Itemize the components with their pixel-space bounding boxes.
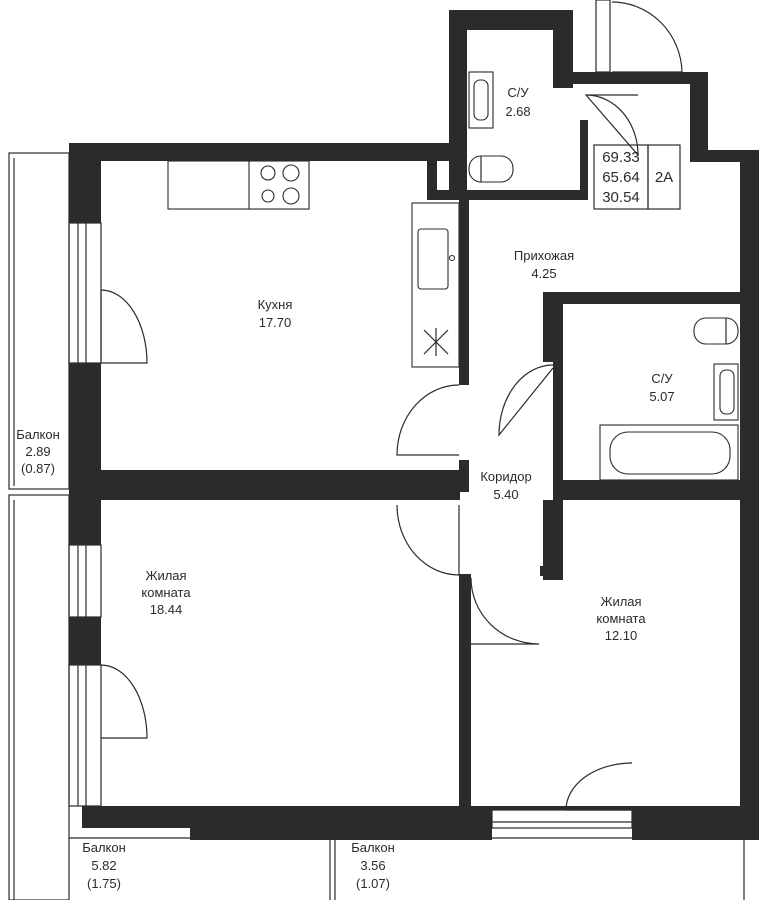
balcony-left-name: Балкон (16, 427, 60, 442)
living2-area: 12.10 (605, 628, 638, 643)
balcony-bottom2-reduced: (1.07) (356, 876, 390, 891)
bathroom-top-fixtures (468, 71, 514, 183)
living-area: 30.54 (602, 189, 640, 206)
apartment-type: 2А (655, 169, 673, 186)
living1-area: 18.44 (150, 602, 183, 617)
area-without-balcony: 65.64 (602, 169, 640, 186)
total-area: 69.33 (602, 149, 640, 166)
living1-name-line2: комната (141, 585, 191, 600)
hall-name: Прихожая (514, 248, 574, 263)
hall-area: 4.25 (531, 266, 556, 281)
balcony-left-reduced: (0.87) (21, 461, 55, 476)
walls (69, 10, 759, 840)
balcony-bottom2-area: 3.56 (360, 858, 385, 873)
balcony-bottom1-area: 5.82 (91, 858, 116, 873)
su-right-area: 5.07 (649, 389, 674, 404)
kitchen-area: 17.70 (259, 315, 292, 330)
su-right-name: С/У (651, 371, 673, 386)
windows (68, 0, 633, 829)
living2-name-line2: комната (596, 611, 646, 626)
su-top-name: С/У (507, 85, 529, 100)
bathroom-right-fixtures (599, 317, 739, 481)
area-summary-box: 69.33 65.64 30.54 2А (593, 144, 681, 210)
corridor-name: Коридор (480, 469, 531, 484)
balcony-left-area: 2.89 (25, 444, 50, 459)
living2-name-line1: Жилая (600, 594, 641, 609)
balcony-bottom2-name: Балкон (351, 840, 395, 855)
balcony-bottom1-reduced: (1.75) (87, 876, 121, 891)
kitchen-name: Кухня (258, 297, 293, 312)
doors (100, 1, 683, 811)
living1-name-line1: Жилая (145, 568, 186, 583)
corridor-area: 5.40 (493, 487, 518, 502)
kitchen-fixtures (167, 160, 460, 368)
balcony-bottom1-name: Балкон (82, 840, 126, 855)
su-top-area: 2.68 (505, 104, 530, 119)
room-labels: С/У 2.68 Кухня 17.70 Прихожая 4.25 С/У 5… (16, 85, 674, 891)
